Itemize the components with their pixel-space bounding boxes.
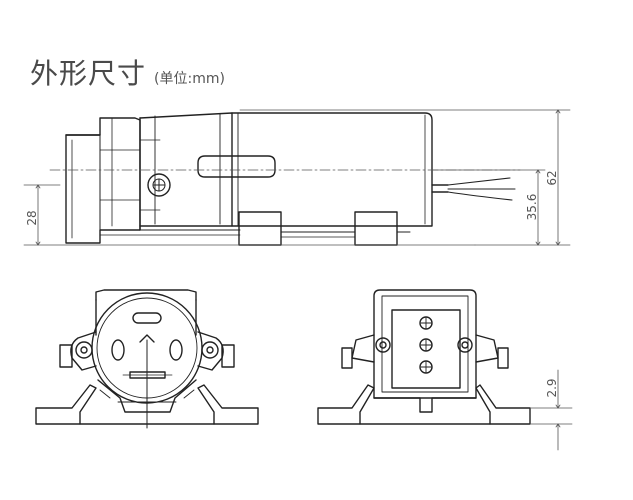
side-view [49,112,521,246]
side-dimensions [23,109,571,246]
dim-total-height: 62 [545,170,559,185]
front-view [35,289,259,429]
back-view [317,289,531,425]
title-unit: (单位:mm) [154,71,225,87]
foot-dimension [529,369,573,451]
dim-base-height: 28 [25,210,39,225]
dim-shaft-height: 35.6 [525,194,539,221]
title-main: 外形尺寸 [30,57,147,90]
dim-foot-thickness: 2.9 [545,378,559,397]
drawing-title: 外形尺寸 (单位:mm) [30,52,225,92]
